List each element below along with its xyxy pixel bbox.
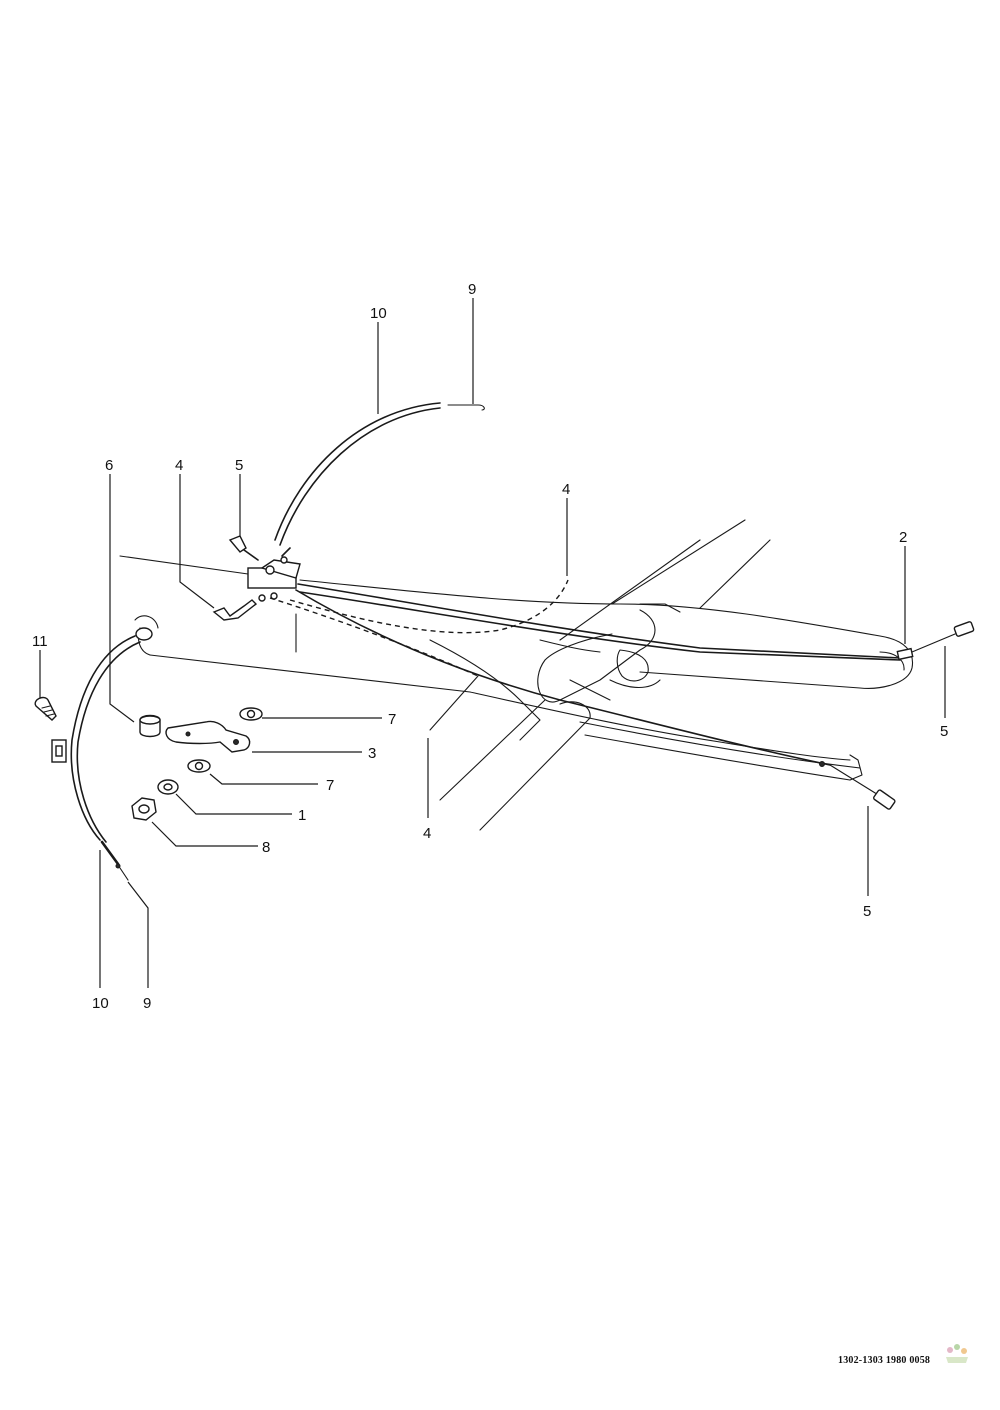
cable-upper-right [297,583,901,659]
cable-socket [135,627,153,641]
cable-lower-right [295,589,831,766]
small-parts [34,627,263,821]
end-fitting-lower [819,761,896,810]
callout-labels: 10 9 6 4 5 4 2 11 7 3 7 1 8 4 5 5 10 9 [32,281,948,1012]
lever-3 [165,720,251,753]
leader-lines [39,298,946,988]
callout-3: 3 [368,745,376,762]
callout-5-lower: 5 [863,903,871,920]
logo-icon [946,1344,968,1363]
callout-10-top: 10 [370,305,387,322]
callout-8: 8 [262,839,270,856]
screw-11 [34,696,57,721]
cable-upper-arc [274,402,441,541]
callout-9-top: 9 [468,281,476,298]
vehicle-body-outline [119,519,914,831]
callout-7-b: 7 [326,777,334,794]
callout-11: 11 [32,633,48,650]
reference-code: 1302-1303 1980 0058 [838,1355,931,1366]
callout-10-bottom: 10 [92,995,109,1012]
callout-4-bottom: 4 [423,825,431,842]
cable-route-dashed-b [269,597,479,677]
callout-6: 6 [105,457,113,474]
callout-7-a: 7 [388,711,396,728]
callout-4-mid: 4 [562,481,570,498]
cable-end-5-upper [953,621,975,637]
cable-end-5-lower [873,789,896,810]
clip-5-upper [228,535,247,553]
cable-route-dashed-a [289,579,569,634]
end-fitting-2 [896,621,975,661]
lever-bracket-assembly [212,535,301,621]
cable-assemblies [70,402,901,881]
callout-9-bottom: 9 [143,995,151,1012]
callout-5-right: 5 [940,723,948,740]
clip-4-left [212,599,258,621]
cable-left [70,635,136,841]
callout-5-top: 5 [235,457,243,474]
callout-4-left: 4 [175,457,183,474]
callout-2: 2 [899,529,907,546]
callout-1: 1 [298,807,306,824]
